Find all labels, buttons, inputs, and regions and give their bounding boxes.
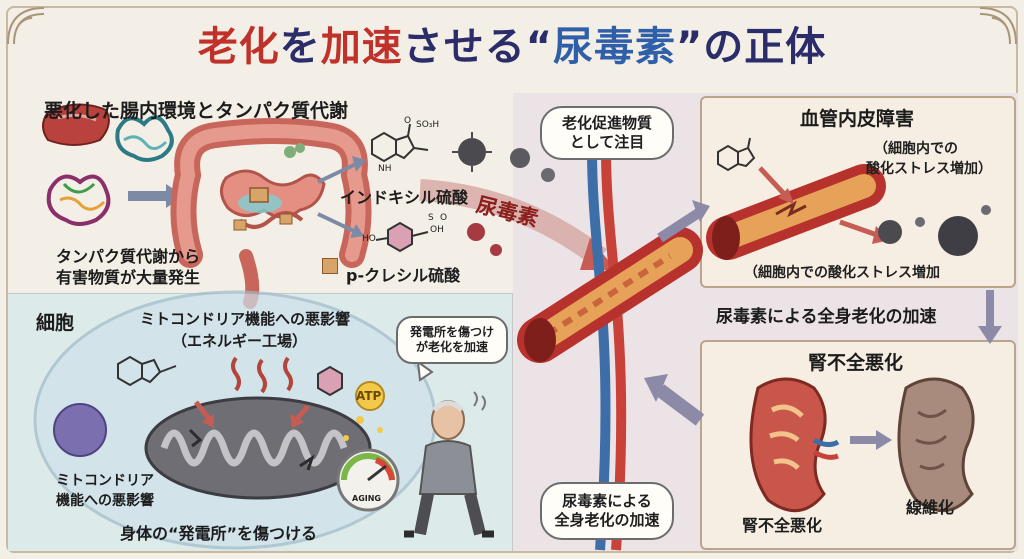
gut-heading: 悪化した腸内環境とタンパク質代謝 (44, 100, 349, 122)
meat-icon (42, 103, 110, 146)
chem-s: S (428, 213, 434, 223)
indoxyl-structure-icon (117, 355, 177, 387)
chem-nh: NH (378, 164, 392, 174)
mitochondria-icon (144, 396, 372, 500)
toxin-virus-icon (458, 138, 555, 256)
bubble-line: 老化促進物質 (561, 114, 652, 133)
pcresyl-label: p-クレシル硫酸 (346, 266, 461, 285)
page-title: 老化を加速させる“尿毒素”の正体 (0, 14, 1024, 72)
protein-icon (46, 115, 174, 226)
pcresyl-structure-icon (317, 365, 343, 397)
chem-oh: OH (430, 225, 444, 235)
vascular-note-line1: （細胞内での (874, 141, 958, 157)
title-part: ”の正体 (676, 24, 827, 70)
kidney-left-caption: 腎不全悪化 (742, 516, 823, 535)
cell-heading: 細胞 (36, 312, 75, 334)
aging-gauge-icon (336, 448, 400, 512)
indoxyl-structure-icon (371, 123, 429, 163)
indoxyl-label: インドキシル硫酸 (340, 188, 469, 207)
title-part: 老化 (197, 24, 280, 70)
center-bubble: 老化促進物質 として注目 (540, 106, 674, 160)
chem-ho: HO (362, 234, 376, 244)
kidney-heading: 腎不全悪化 (808, 352, 904, 374)
vascular-note-line2: 酸化ストレス増加） (866, 161, 992, 177)
intestine-icon (170, 118, 372, 309)
protein-caption-line1: タンパク質代謝から (56, 247, 201, 266)
nucleus-icon (53, 403, 107, 457)
title-part: 加速 (320, 24, 403, 70)
bubble-line: として注目 (569, 133, 645, 151)
vascular-bottom-note: （細胞内での酸化ストレス増加 (744, 265, 940, 281)
title-part: を (279, 24, 321, 70)
bottom-center-bubble: 尿毒素による 全身老化の加速 (540, 482, 674, 540)
chem-o2: O (440, 213, 448, 223)
corner-ornament-icon (960, 4, 1020, 64)
mito-line2: （エネルギー工場） (172, 332, 308, 350)
indoxyl-structure-icon (717, 137, 756, 172)
bubble-line: 尿毒素による (562, 492, 652, 511)
systemic-caption: 尿毒素による全身老化の加速 (716, 307, 937, 327)
bubble-line: 発電所を傷つけ (409, 325, 494, 339)
cell-bottom-caption: 身体の“発電所”を傷つける (120, 524, 318, 543)
pcresyl-structure-icon (375, 221, 429, 253)
kidney-right-caption: 線維化 (906, 498, 955, 517)
cell-bubble: 発電所を傷つけ が老化を加速 (396, 316, 508, 364)
bubble-line: が老化を加速 (415, 340, 488, 354)
blood-vessel-icon (517, 149, 703, 551)
title-part: 尿毒素 (553, 24, 676, 70)
bubble-line: 全身老化の加速 (554, 511, 660, 529)
protein-caption-line2: 有害物質が大量発生 (56, 268, 201, 287)
mito-line1: ミトコンドリア機能への悪影響 (140, 310, 351, 328)
elderly-person-icon (404, 391, 494, 538)
kidney-healthy-icon (749, 377, 840, 513)
cell-left-line2: 機能への悪影響 (56, 493, 154, 509)
box-icon (322, 258, 338, 274)
kidney-fibrotic-icon (897, 377, 975, 513)
corner-ornament-icon (4, 4, 64, 64)
damaged-vessel-icon (706, 164, 886, 260)
cell-left-line1: ミトコンドリア (56, 473, 154, 489)
atp-label: ATP (356, 389, 382, 403)
chem-so3h: SO₃H (416, 120, 440, 130)
gauge-label: AGING (352, 494, 381, 503)
vascular-heading: 血管内皮障害 (800, 108, 915, 130)
chem-o: O (404, 116, 412, 126)
title-part: させる“ (402, 24, 553, 70)
